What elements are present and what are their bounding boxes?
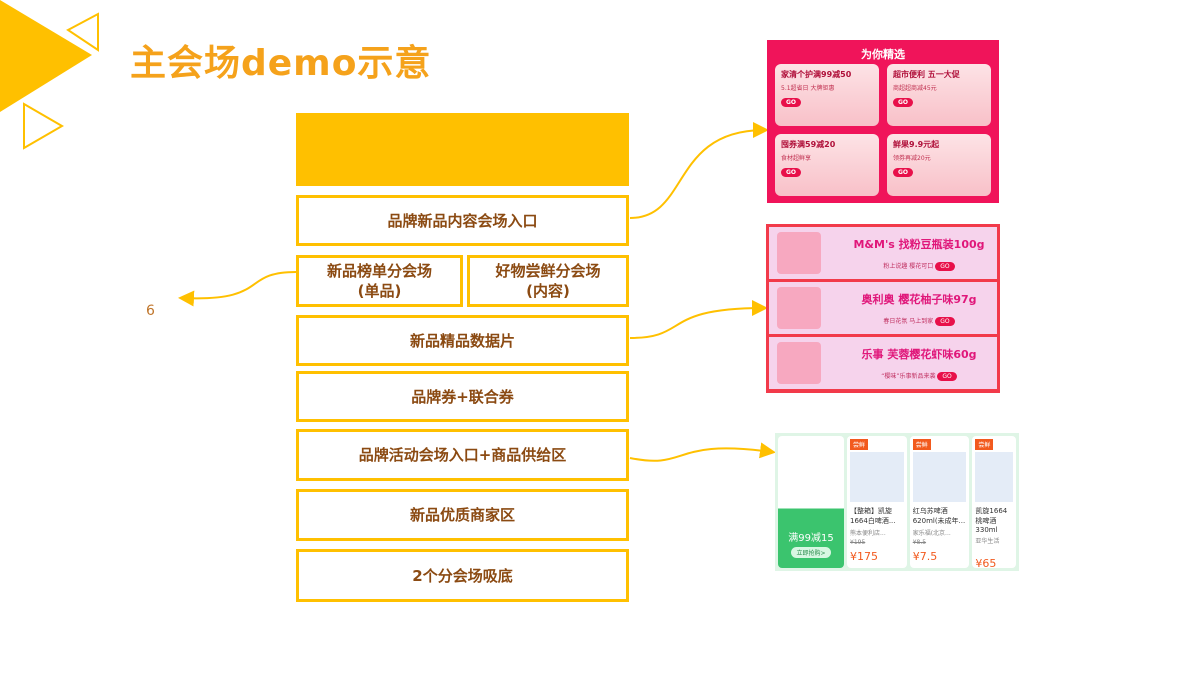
- original-price: ¥8.5: [912, 539, 927, 546]
- tag-badge: 尝鲜: [912, 439, 931, 450]
- product-image: [850, 452, 904, 502]
- card-title: 鲜果9.9元起: [893, 140, 940, 149]
- product-card: 尝鲜红乌苏啤酒620ml(未成年... 家乐福(北京... ¥8.5 ¥7.5: [909, 436, 970, 568]
- section-heading: 为你精选: [861, 48, 905, 61]
- original-price: ¥195: [850, 539, 866, 546]
- card-subtitle: “樱味”乐事新品来袭: [881, 372, 936, 380]
- screenshot-new-product-list: M&M's 找粉豆瓶装100g 粉上说趣 樱花可口 GO 奥利奥 樱花柚子味97g…: [766, 224, 1000, 393]
- go-button: GO: [781, 168, 802, 177]
- product-name: 红乌苏啤酒620ml(未成年...: [912, 507, 966, 525]
- card-subtitle: 5.1超省日 大牌钜惠: [781, 85, 835, 92]
- go-button: GO: [893, 98, 914, 107]
- product-card: 尝鲜凯旋1664 桃啤酒 330ml 亚华生活 ¥65: [972, 436, 1016, 568]
- box-bottom-tabs: 2个分会场吸底: [296, 549, 629, 602]
- card-subtitle: 商超超商减45元: [893, 85, 937, 92]
- promo-panel: 满99减15 立即抢购>: [778, 436, 844, 568]
- card-title: 奥利奥 樱花柚子味97g: [861, 292, 977, 306]
- card-title: 超市便利 五一大促: [893, 70, 960, 79]
- box-trial-venue: 好物尝鲜分会场 (内容): [467, 255, 629, 307]
- promo-text: 满99减15: [788, 533, 834, 544]
- header-banner-block: [296, 113, 629, 186]
- box-brand-entry: 品牌新品内容会场入口: [296, 195, 629, 246]
- card-subtitle: 食材超鲜享: [781, 155, 812, 162]
- shop-name: 家乐福(北京...: [912, 530, 951, 537]
- screenshot-beer-products: 满99减15 立即抢购> 尝鲜【整箱】凯旋1664白啤酒... 熊本便利店... ¥1…: [775, 433, 1019, 571]
- go-button: GO: [935, 316, 955, 326]
- promo-card: 囤券满59减20 食材超鲜享 GO: [775, 134, 879, 196]
- product-image: [975, 452, 1013, 502]
- box-activity-entry: 品牌活动会场入口+商品供给区: [296, 429, 629, 481]
- card-title: 家清个护满99减50: [781, 70, 852, 79]
- go-button: GO: [781, 98, 802, 107]
- product-image: [777, 232, 821, 274]
- price: ¥175: [850, 550, 878, 563]
- promo-card: 家清个护满99减50 5.1超省日 大牌钜惠 GO: [775, 64, 879, 126]
- box-ranking-venue: 新品榜单分会场 (单品): [296, 255, 463, 307]
- go-button: GO: [893, 168, 914, 177]
- box-coupons: 品牌券+联合券: [296, 371, 629, 422]
- promo-card: 超市便利 五一大促商超超商减45元 GO: [887, 64, 991, 126]
- card-title: 乐事 芙蓉樱花虾味60g: [861, 347, 977, 361]
- go-button: GO: [937, 371, 957, 381]
- price: ¥65: [975, 557, 997, 568]
- shop-name: 熊本便利店...: [850, 530, 886, 537]
- product-image: [777, 342, 821, 384]
- decorative-triangles: [0, 0, 99, 150]
- card-subtitle: 领券再减20元: [893, 155, 931, 162]
- product-card: 乐事 芙蓉樱花虾味60g “樱味”乐事新品来袭 GO: [769, 337, 997, 389]
- tag-badge: 尝鲜: [850, 439, 869, 450]
- page-title: 主会场demo示意: [130, 43, 432, 84]
- screenshot-for-you-picks: 为你精选 家清个护满99减50 5.1超省日 大牌钜惠 GO 超市便利 五一大促商超…: [767, 40, 999, 203]
- product-card: 尝鲜【整箱】凯旋1664白啤酒... 熊本便利店... ¥195 ¥175: [847, 436, 907, 568]
- product-name: 【整箱】凯旋1664白啤酒...: [850, 507, 896, 525]
- card-subtitle: 粉上说趣 樱花可口: [883, 262, 934, 270]
- card-title: 囤券满59减20: [781, 140, 836, 149]
- go-button: GO: [935, 261, 955, 271]
- card-title: M&M's 找粉豆瓶装100g: [853, 237, 985, 251]
- product-image: [777, 287, 821, 329]
- product-card: 奥利奥 樱花柚子味97g 春日花氛 马上到家 GO: [769, 282, 997, 334]
- product-card: M&M's 找粉豆瓶装100g 粉上说趣 樱花可口 GO: [769, 227, 997, 279]
- product-image: [912, 452, 967, 502]
- price: ¥7.5: [912, 550, 938, 563]
- box-data-slice: 新品精品数据片: [296, 315, 629, 366]
- shop-name: 亚华生活: [975, 538, 1000, 545]
- buy-now-button: 立即抢购>: [791, 547, 831, 558]
- side-label: 6: [146, 303, 155, 319]
- promo-card: 鲜果9.9元起领券再减20元 GO: [887, 134, 991, 196]
- box-merchants: 新品优质商家区: [296, 489, 629, 541]
- tag-badge: 尝鲜: [975, 439, 994, 450]
- card-subtitle: 春日花氛 马上到家: [883, 317, 934, 325]
- product-name: 凯旋1664 桃啤酒 330ml: [975, 507, 1008, 534]
